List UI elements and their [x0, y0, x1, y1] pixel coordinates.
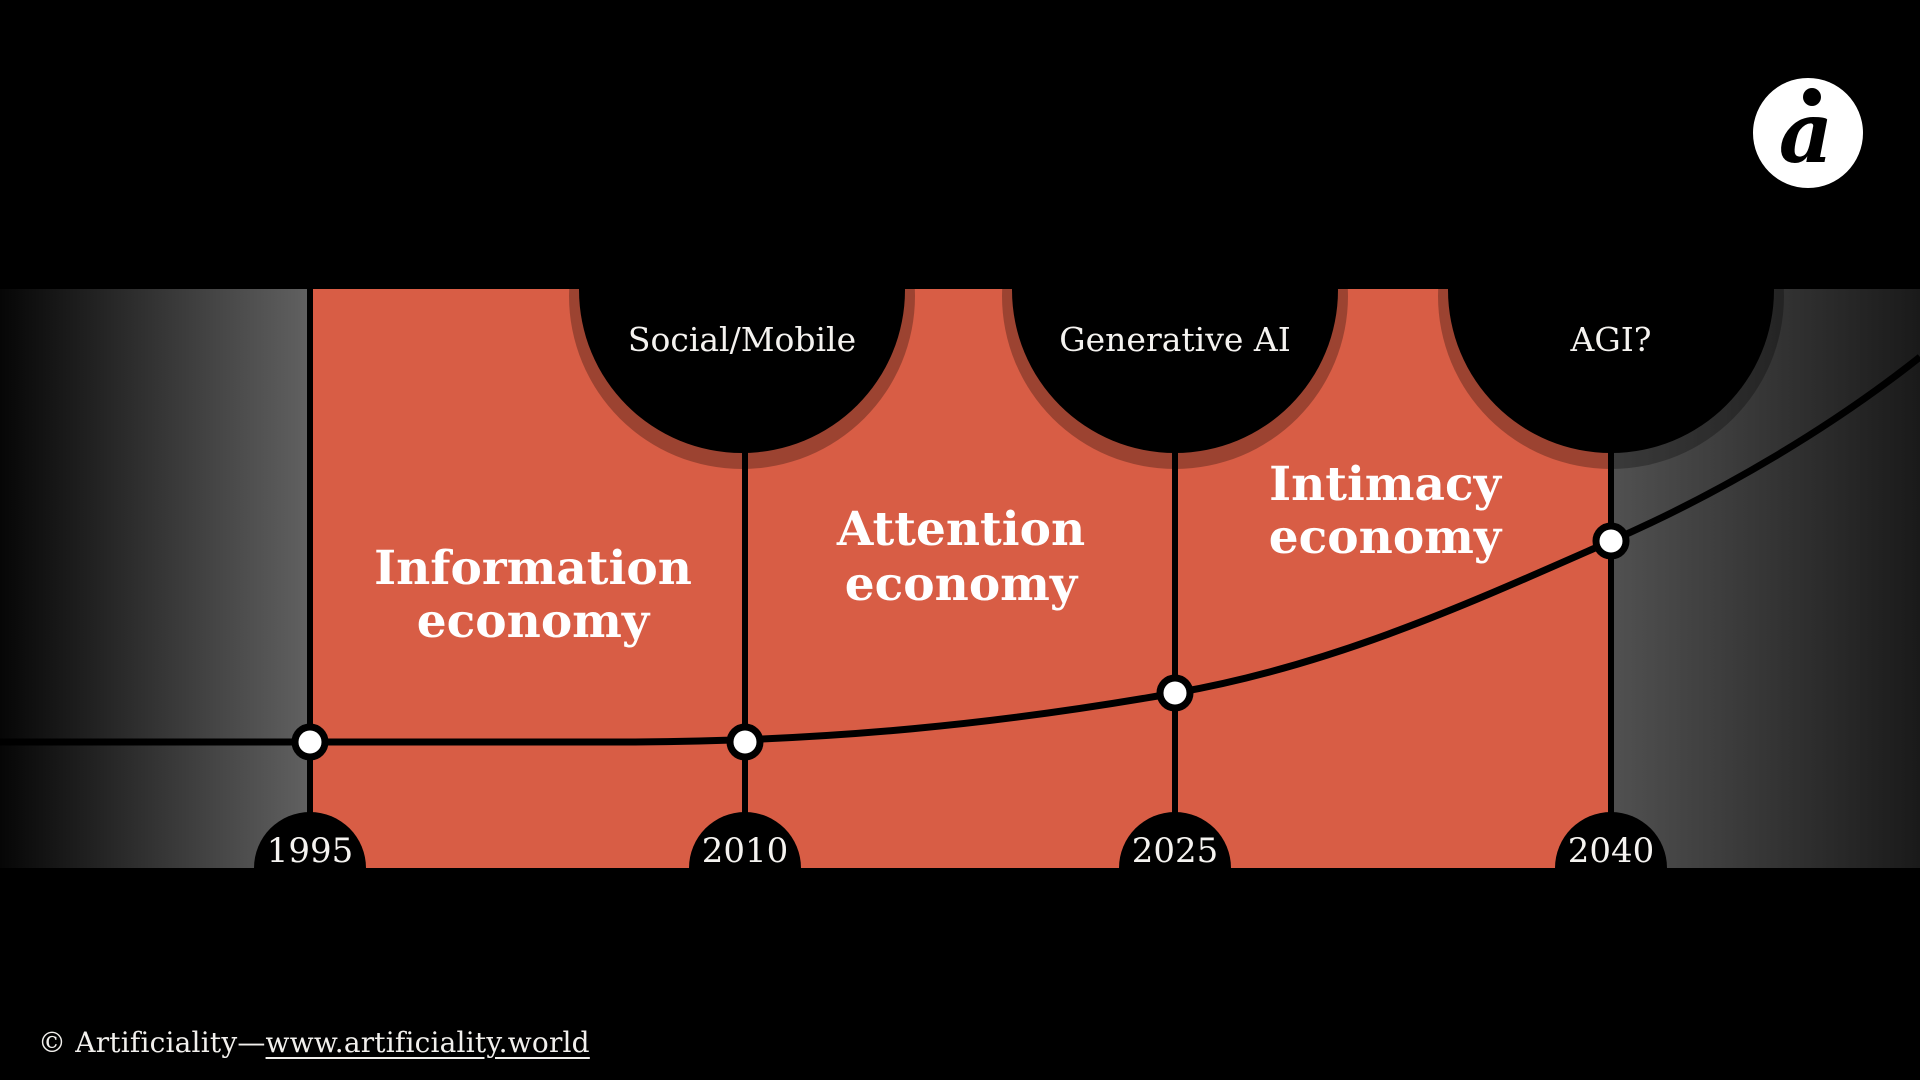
milestone-label-generative-ai: Generative AI: [1059, 320, 1290, 359]
era-label-intimacy-economy: Intimacy economy: [1269, 457, 1503, 565]
era-intimacy-line2: economy: [1269, 510, 1503, 565]
era-label-attention-economy: Attention economy: [836, 502, 1085, 612]
era-intimacy-line1: Intimacy: [1269, 457, 1503, 512]
era-attention-line2: economy: [845, 557, 1079, 612]
artificiality-logo: a: [1753, 78, 1863, 188]
website-link[interactable]: www.artificiality.world: [265, 1026, 590, 1059]
band-left-gray: [0, 289, 310, 868]
era-information-line1: Information: [374, 541, 692, 596]
curve-dot-1995: [291, 723, 329, 761]
year-label-2025: 2025: [1132, 831, 1219, 871]
era-information-line2: economy: [417, 594, 651, 649]
curve-dot-2025: [1156, 674, 1194, 712]
curve-dot-2010: [726, 723, 764, 761]
curve-dot-2040: [1592, 522, 1630, 560]
growth-curve: [0, 354, 1920, 746]
logo-circle: [1753, 78, 1863, 188]
logo-a-glyph: a: [1779, 83, 1833, 182]
milestone-label-social-mobile: Social/Mobile: [628, 320, 856, 359]
year-label-2040: 2040: [1568, 831, 1655, 871]
band-red: [310, 289, 1611, 868]
era-attention-line1: Attention: [836, 502, 1085, 557]
logo-dot: [1803, 88, 1821, 106]
year-label-1995: 1995: [267, 831, 354, 871]
era-label-information-economy: Information economy: [374, 541, 692, 649]
year-label-2010: 2010: [702, 831, 789, 871]
copyright-text: © Artificiality—: [38, 1026, 266, 1059]
footer-credit: © Artificiality—www.artificiality.world: [38, 1026, 590, 1059]
milestone-label-agi: AGI?: [1570, 320, 1652, 359]
